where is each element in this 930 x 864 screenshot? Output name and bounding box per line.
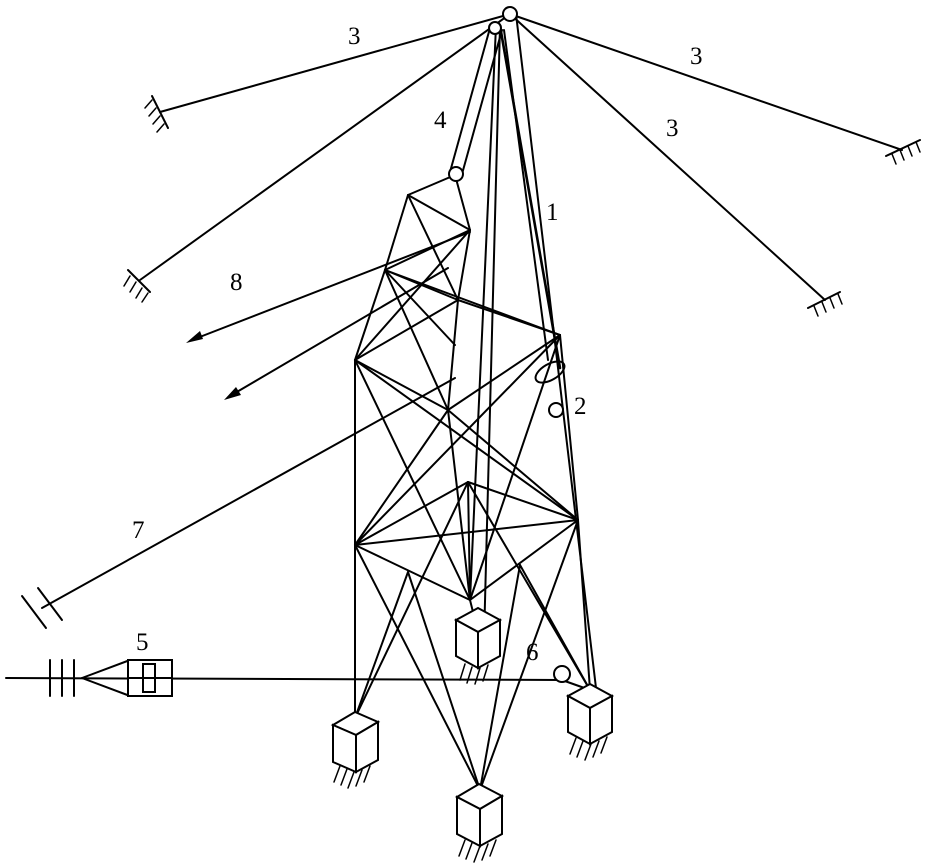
rope-8-upper (191, 231, 471, 341)
arrow-8-upper (186, 331, 203, 343)
guy-wire-upper-right (509, 13, 903, 151)
guy-wires (139, 13, 903, 301)
boom-top-pulley (488, 21, 502, 35)
label-6: 6 (526, 639, 539, 666)
foundation-block-center (453, 606, 503, 685)
labels: 3 3 3 4 1 8 2 7 5 6 (132, 23, 703, 666)
ropes-8 (186, 231, 471, 400)
anchor-lower-left (123, 269, 151, 303)
foundation-block-left (330, 710, 381, 789)
anchor-upper-right (885, 139, 921, 165)
winch (49, 659, 173, 697)
pulley-6 (553, 665, 571, 683)
label-2: 2 (574, 393, 587, 420)
anchor-upper-left (144, 95, 169, 133)
foundation-block-right (565, 682, 615, 761)
rope-8-lower (229, 267, 449, 397)
label-3-lower-right: 3 (666, 115, 679, 142)
tower-truss (354, 174, 591, 791)
label-5: 5 (136, 629, 149, 656)
label-1: 1 (546, 199, 559, 226)
label-3-upper-right: 3 (690, 43, 703, 70)
ground-anchors (21, 95, 921, 629)
guy-wire-lower-left (139, 13, 511, 281)
rope-7 (41, 377, 456, 609)
pulley-2 (548, 402, 564, 418)
guy-wire-upper-left (159, 13, 511, 113)
lifting-lines (469, 25, 501, 641)
mast-collar (534, 360, 566, 384)
label-7: 7 (132, 517, 145, 544)
top-pulley (502, 6, 518, 22)
foundation-blocks (330, 606, 615, 863)
label-4: 4 (434, 107, 447, 134)
arrow-8-lower (224, 387, 241, 400)
label-3-upper-left: 3 (348, 23, 361, 50)
label-8: 8 (230, 269, 243, 296)
anchor-lower-right (807, 291, 843, 317)
boom-foot-pin (448, 166, 464, 182)
mast (498, 13, 597, 689)
guy-wire-lower-right (509, 13, 826, 301)
foundation-block-bottom (454, 782, 505, 863)
